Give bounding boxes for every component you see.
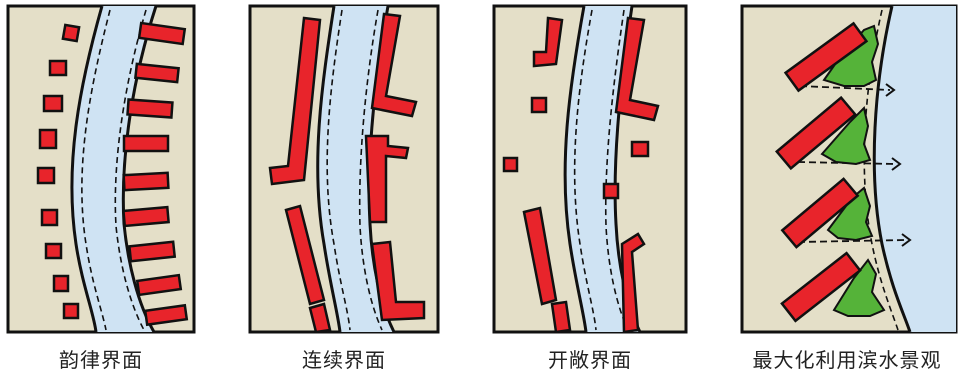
caption-rhythmic-interface: 韵律界面 — [59, 348, 143, 372]
buildings-left — [268, 16, 332, 334]
building — [61, 23, 81, 43]
shoreline — [872, 5, 912, 333]
buildings-right — [602, 16, 660, 334]
building — [126, 98, 174, 119]
building — [122, 171, 170, 192]
panel-continuous-interface — [248, 4, 440, 334]
water-body — [874, 6, 956, 332]
panel-rhythmic-interface — [6, 4, 196, 334]
panel-open-interface — [492, 4, 688, 334]
caption-continuous-interface: 连续界面 — [302, 348, 386, 372]
building — [284, 204, 326, 306]
building — [630, 140, 650, 158]
river-bank-left — [563, 5, 588, 333]
building — [36, 166, 56, 185]
view-corridor-arrow — [797, 239, 907, 243]
building — [530, 96, 548, 114]
building — [780, 177, 860, 249]
building — [783, 21, 869, 93]
arrowhead-icon — [891, 157, 902, 171]
river — [71, 6, 156, 332]
building — [122, 134, 170, 153]
setback-line-left — [573, 9, 597, 331]
arrowhead-icon — [885, 83, 896, 97]
building — [370, 240, 426, 322]
buildings-right — [364, 12, 426, 322]
buildings-left — [502, 16, 572, 334]
building — [370, 12, 418, 118]
buildings-left — [36, 23, 81, 320]
building — [268, 16, 322, 186]
building — [48, 59, 68, 77]
building — [550, 300, 572, 334]
building — [143, 303, 189, 327]
building — [42, 94, 64, 113]
building — [38, 128, 58, 150]
building — [620, 232, 646, 334]
setback-line-right — [114, 9, 147, 331]
setback-line-left — [326, 9, 351, 331]
building — [128, 240, 177, 263]
river-bank-left — [70, 5, 104, 333]
buildings-right — [122, 21, 189, 327]
building — [774, 95, 858, 171]
caption-open-interface: 开敞界面 — [548, 348, 632, 372]
building — [780, 251, 862, 323]
building — [52, 274, 70, 293]
building — [134, 62, 180, 84]
view-corridor-arrow — [799, 85, 891, 91]
building — [137, 21, 187, 46]
setback-line-left — [81, 9, 111, 331]
building — [522, 206, 558, 306]
setback-line-right — [358, 9, 383, 331]
building — [40, 208, 59, 227]
tree-cluster — [832, 258, 886, 317]
building — [44, 242, 63, 260]
building — [62, 302, 80, 320]
building — [122, 205, 170, 228]
building — [502, 156, 519, 173]
building — [614, 16, 660, 122]
arrowhead-icon — [901, 233, 912, 247]
caption-maximize-waterfront-view: 最大化利用滨水景观 — [752, 348, 942, 372]
tree-cluster — [820, 106, 872, 166]
building — [135, 273, 183, 297]
river-bank-left — [316, 5, 342, 333]
setback-line-right — [604, 9, 629, 331]
building — [308, 302, 332, 334]
building — [532, 16, 564, 68]
buildings — [774, 21, 869, 323]
panel-maximize-waterfront-view — [740, 4, 958, 334]
building — [602, 182, 620, 200]
building — [364, 134, 410, 224]
